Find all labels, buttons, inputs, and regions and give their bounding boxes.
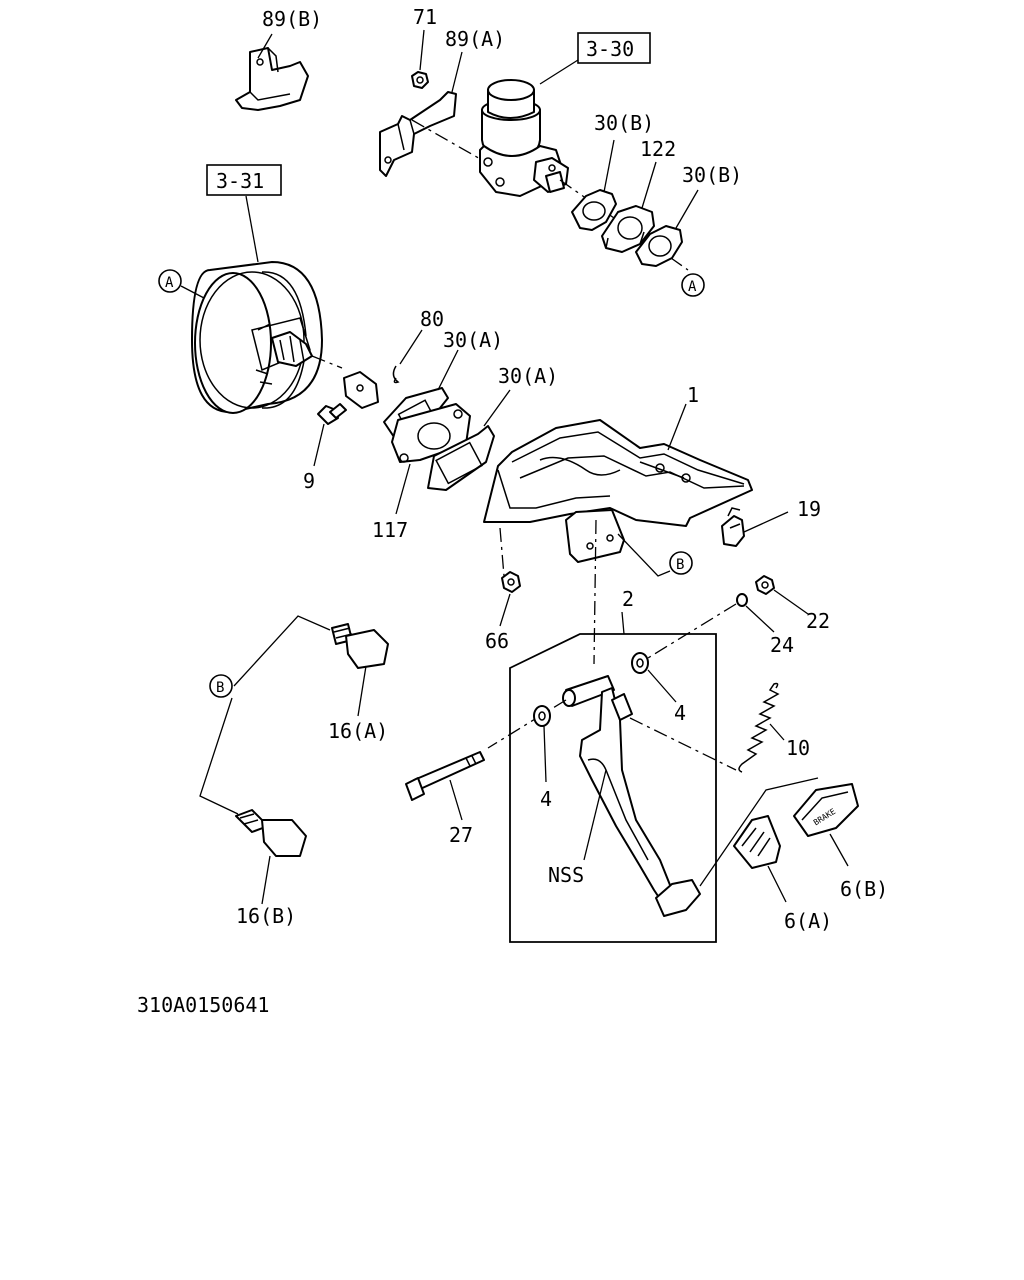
callout-6a: 6(A) [784,909,832,933]
bolt-19 [721,507,745,547]
nut-71 [411,71,429,89]
figure-id: 310A0150641 [137,993,269,1017]
callout-30b-1: 30(B) [594,111,654,135]
return-spring-10 [738,682,780,773]
bracket-89a [379,91,457,177]
master-cylinder [479,79,569,197]
callout-80: 80 [420,307,444,331]
callout-122: 122 [640,137,676,161]
callout-66: 66 [485,629,509,653]
gasket-30a-2 [427,425,495,491]
callout-89b: 89(B) [262,7,322,31]
callout-19: 19 [797,497,821,521]
bushing-4-right [631,652,649,674]
callout-30a-2: 30(A) [498,364,558,388]
callout-16a: 16(A) [328,719,388,743]
stop-light-switch-16a [331,623,389,669]
callout-10: 10 [786,736,810,760]
callout-117: 117 [372,518,408,542]
callout-9: 9 [303,469,315,493]
callout-3-31: 3-31 [216,169,264,193]
callout-2: 2 [622,587,634,611]
bracket-89b [235,47,309,111]
marker-a-left: A [165,275,174,291]
pedal-pad-6a [733,815,781,869]
marker-a-right: A [688,279,697,295]
pin-9 [317,403,347,425]
gasket-30b-2 [635,225,683,267]
callout-24: 24 [770,633,794,657]
clip-80 [392,365,400,384]
gasket-30b-1 [571,189,617,231]
circle-marker-a-right [681,273,705,297]
callout-89a: 89(A) [445,27,505,51]
clevis [343,371,379,409]
callout-nss: NSS [548,863,584,887]
washer-24 [736,593,748,607]
marker-b-center: B [676,557,684,573]
switch-16b [235,809,307,857]
brake-pedal-arm [562,675,701,917]
pedal-pad-6b: BRAKE [793,783,859,837]
spacer-122 [601,205,655,253]
callout-1: 1 [687,383,699,407]
nut-66 [501,571,521,593]
callout-30b-2: 30(B) [682,163,742,187]
callout-6b: 6(B) [840,877,888,901]
nut-22 [755,575,775,595]
bushing-4-left [533,705,551,727]
ref-box-3-30 [577,32,651,64]
circle-marker-b-center [669,551,693,575]
circle-marker-b-left [209,674,233,698]
ref-box-3-31 [206,164,282,196]
callout-16b: 16(B) [236,904,296,928]
callout-22: 22 [806,609,830,633]
circle-marker-a-left [158,269,182,293]
callout-4-right: 4 [674,701,686,725]
pedal-assembly-frame [509,633,717,943]
brake-booster [191,261,323,414]
marker-b-left: B [216,680,224,696]
callout-4-left: 4 [540,787,552,811]
pedal-bracket-1 [483,419,753,563]
bolt-27 [405,751,485,801]
callout-30a-1: 30(A) [443,328,503,352]
callout-71: 71 [413,5,437,29]
callout-27: 27 [449,823,473,847]
callout-3-30: 3-30 [586,37,634,61]
